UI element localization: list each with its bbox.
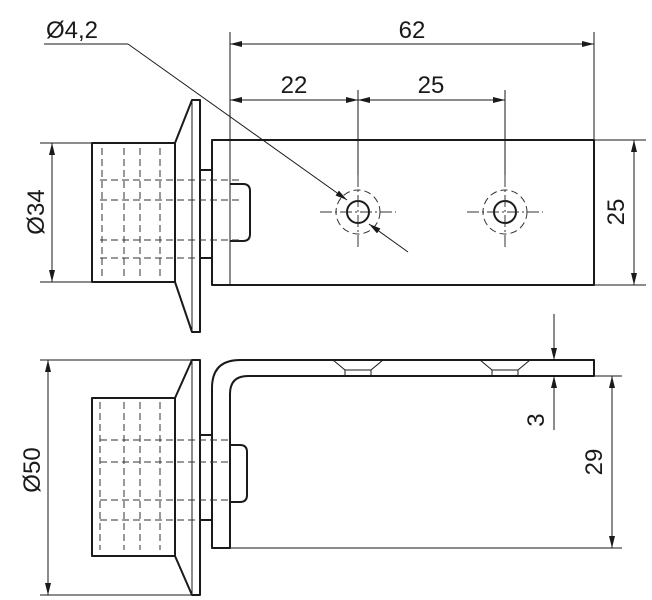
dim-cup-diameter: Ø34 xyxy=(23,142,92,283)
dim-plate-25-label: 25 xyxy=(603,199,630,226)
side-cup-body xyxy=(91,397,176,557)
dim-overall-length: 62 xyxy=(229,17,595,140)
top-hidden-lines xyxy=(100,148,240,278)
side-countersink-1 xyxy=(332,359,384,376)
dim-thickness: 3 xyxy=(523,314,622,430)
side-slot xyxy=(230,444,248,503)
hole-1 xyxy=(320,175,396,250)
side-bracket xyxy=(211,359,595,549)
top-neck xyxy=(200,169,213,259)
side-flange xyxy=(174,359,201,596)
dim-hole-positions: 22 25 xyxy=(230,72,506,175)
dim-22-label: 22 xyxy=(281,72,308,99)
side-hidden-lines xyxy=(99,402,230,550)
dim-height: 29 xyxy=(230,376,622,549)
dim-hole-diameter: Ø4,2 xyxy=(44,17,409,253)
side-view xyxy=(91,359,595,596)
dim-3-label: 3 xyxy=(523,413,550,426)
dim-29-label: 29 xyxy=(581,449,608,476)
top-view xyxy=(91,99,595,333)
top-flange xyxy=(174,99,201,333)
dim-50-label: Ø50 xyxy=(19,447,46,492)
dim-plate-width: 25 xyxy=(594,139,646,286)
top-slot xyxy=(230,183,251,242)
side-neck xyxy=(200,434,213,521)
dim-flange-diameter: Ø50 xyxy=(19,359,192,596)
side-countersink-2 xyxy=(479,359,531,376)
top-cup-body xyxy=(91,142,176,283)
top-plate xyxy=(211,139,595,286)
dim-62-label: 62 xyxy=(399,17,426,44)
dim-25-label: 25 xyxy=(418,72,445,99)
dim-hole-diameter-label: Ø4,2 xyxy=(46,17,98,44)
hole-2 xyxy=(467,175,543,250)
dim-34-label: Ø34 xyxy=(23,189,50,234)
